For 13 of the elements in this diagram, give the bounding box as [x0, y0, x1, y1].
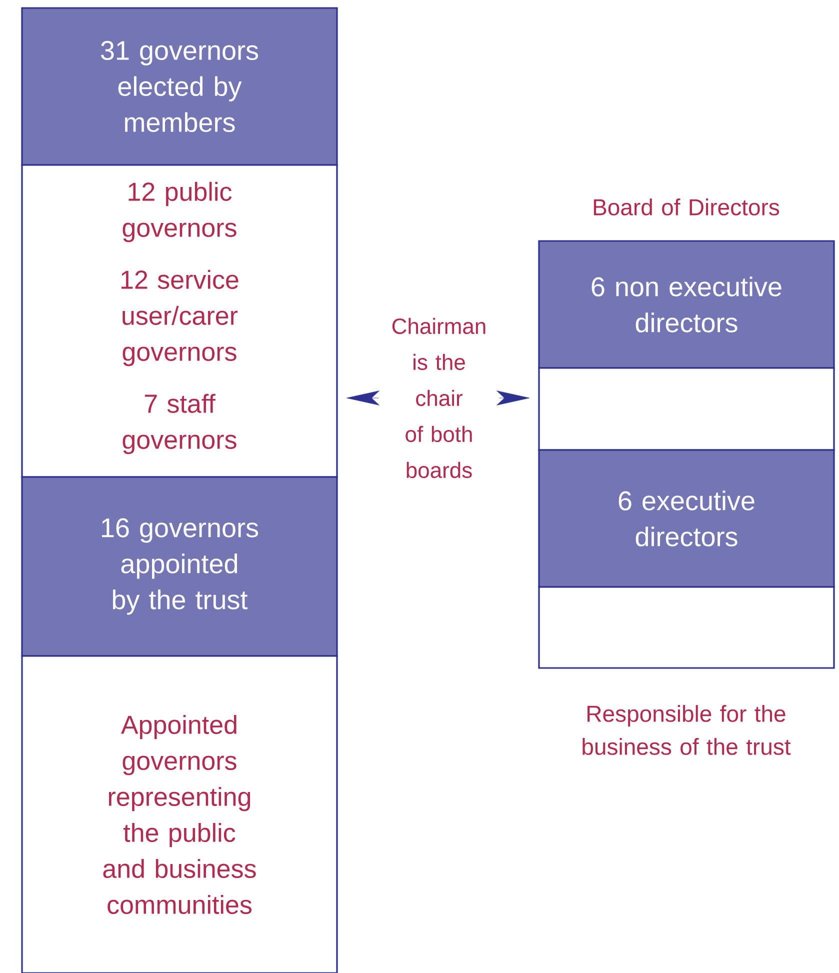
filled-box: 31 governors elected by members — [21, 7, 338, 166]
arrow — [346, 390, 380, 406]
box — [538, 367, 835, 451]
filled-box: 6 non executive directors — [538, 240, 835, 369]
box: 12 public governors 12 service user/carer governors 7 staff governors — [21, 164, 338, 478]
caption-text: Responsible for the business of the trust — [582, 705, 791, 755]
box: Appointed governors representing the public and business communities — [21, 655, 338, 973]
filled-box: 6 executive directors — [538, 449, 835, 588]
caption-text: Board of Directors — [594, 198, 780, 216]
filled-box: 16 governors appointed by the trust — [21, 476, 338, 657]
note-text: Chairman is the chair of both boards — [392, 318, 486, 478]
arrow — [496, 390, 530, 406]
box — [538, 586, 835, 669]
